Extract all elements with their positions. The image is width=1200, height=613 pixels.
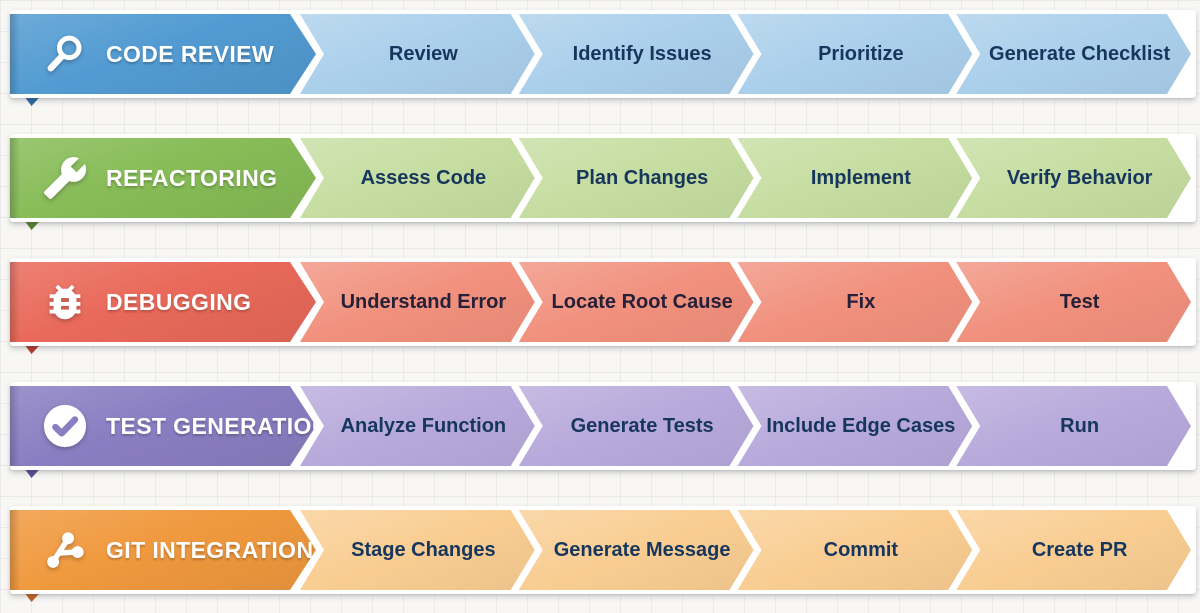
row-card: DEBUGGING Understand Error Locate Root Ca… [10,258,1196,346]
git-branch-icon [42,527,88,573]
workflow-step: Analyze Function [300,386,535,466]
workflow-row-debugging: DEBUGGING Understand Error Locate Root Ca… [10,258,1196,354]
step-label: Create PR [1031,538,1128,561]
row-card: CODE REVIEW Review Identify Issues Priorit… [10,10,1196,98]
workflow-step: Generate Tests [519,386,754,466]
step-label: Plan Changes [575,166,709,189]
workflow-row-refactoring: REFACTORING Assess Code Plan Changes Imple… [10,134,1196,230]
step-label: Run [1060,414,1100,437]
workflow-title: CODE REVIEW [106,40,274,67]
workflow-title: REFACTORING [106,164,278,191]
workflow-header: REFACTORING [10,138,316,218]
step-label: Implement [810,166,911,189]
workflow-step: Include Edge Cases [738,386,973,466]
step-label: Test [1059,290,1100,313]
workflow-step: Locate Root Cause [519,262,754,342]
step-label: Review [388,42,458,65]
workflow-step: Run [956,386,1191,466]
workflow-row-code-review: CODE REVIEW Review Identify Issues Priorit… [10,10,1196,106]
workflow-step: Identify Issues [519,14,754,94]
step-label: Generate Tests [570,414,714,437]
step-label: Generate Message [553,538,731,561]
step-label: Commit [823,538,899,561]
workflow-step: Test [956,262,1191,342]
workflow-step: Generate Checklist [956,14,1191,94]
wrench-icon [42,155,88,201]
step-label: Understand Error [340,290,507,313]
workflow-step: Prioritize [738,14,973,94]
workflow-header: DEBUGGING [10,262,316,342]
steps-band: Understand Error Locate Root Cause Fix Test [316,262,1191,342]
step-label: Generate Checklist [989,42,1171,65]
check-circle-icon [42,403,88,449]
workflow-step: Plan Changes [519,138,754,218]
workflow-list: CODE REVIEW Review Identify Issues Priorit… [0,10,1200,602]
workflow-title: GIT INTEGRATION [106,536,314,563]
bug-icon [42,279,88,325]
row-card: REFACTORING Assess Code Plan Changes Imple… [10,134,1196,222]
workflow-step: Verify Behavior [956,138,1191,218]
step-label: Analyze Function [340,414,507,437]
workflow-header: GIT INTEGRATION [10,510,316,590]
step-label: Assess Code [360,166,487,189]
step-label: Include Edge Cases [766,414,956,437]
workflow-row-test-generation: TEST GENERATION Analyze Function Generate… [10,382,1196,478]
workflow-step: Fix [738,262,973,342]
workflow-step: Review [300,14,535,94]
step-label: Locate Root Cause [551,290,733,313]
workflow-step: Create PR [956,510,1191,590]
step-label: Fix [846,290,876,313]
workflow-header: CODE REVIEW [10,14,316,94]
row-card: TEST GENERATION Analyze Function Generate… [10,382,1196,470]
steps-band: Review Identify Issues Prioritize Generate … [316,14,1191,94]
workflow-title: DEBUGGING [106,288,252,315]
workflow-step: Generate Message [519,510,754,590]
workflow-step: Assess Code [300,138,535,218]
step-label: Verify Behavior [1006,166,1153,189]
steps-band: Stage Changes Generate Message Commit Creat… [316,510,1191,590]
row-card: GIT INTEGRATION Stage Changes Generate Me… [10,506,1196,594]
steps-band: Analyze Function Generate Tests Include Ed… [316,386,1191,466]
magnifier-icon [42,31,88,77]
workflow-step: Implement [738,138,973,218]
step-label: Stage Changes [351,538,496,561]
workflow-step: Stage Changes [300,510,535,590]
step-label: Identify Issues [572,42,712,65]
workflow-title: TEST GENERATION [106,412,329,439]
step-label: Prioritize [818,42,904,65]
workflow-row-git-integration: GIT INTEGRATION Stage Changes Generate Me… [10,506,1196,602]
steps-band: Assess Code Plan Changes Implement Verify B… [316,138,1191,218]
workflow-step: Understand Error [300,262,535,342]
workflow-step: Commit [738,510,973,590]
workflow-header: TEST GENERATION [10,386,316,466]
